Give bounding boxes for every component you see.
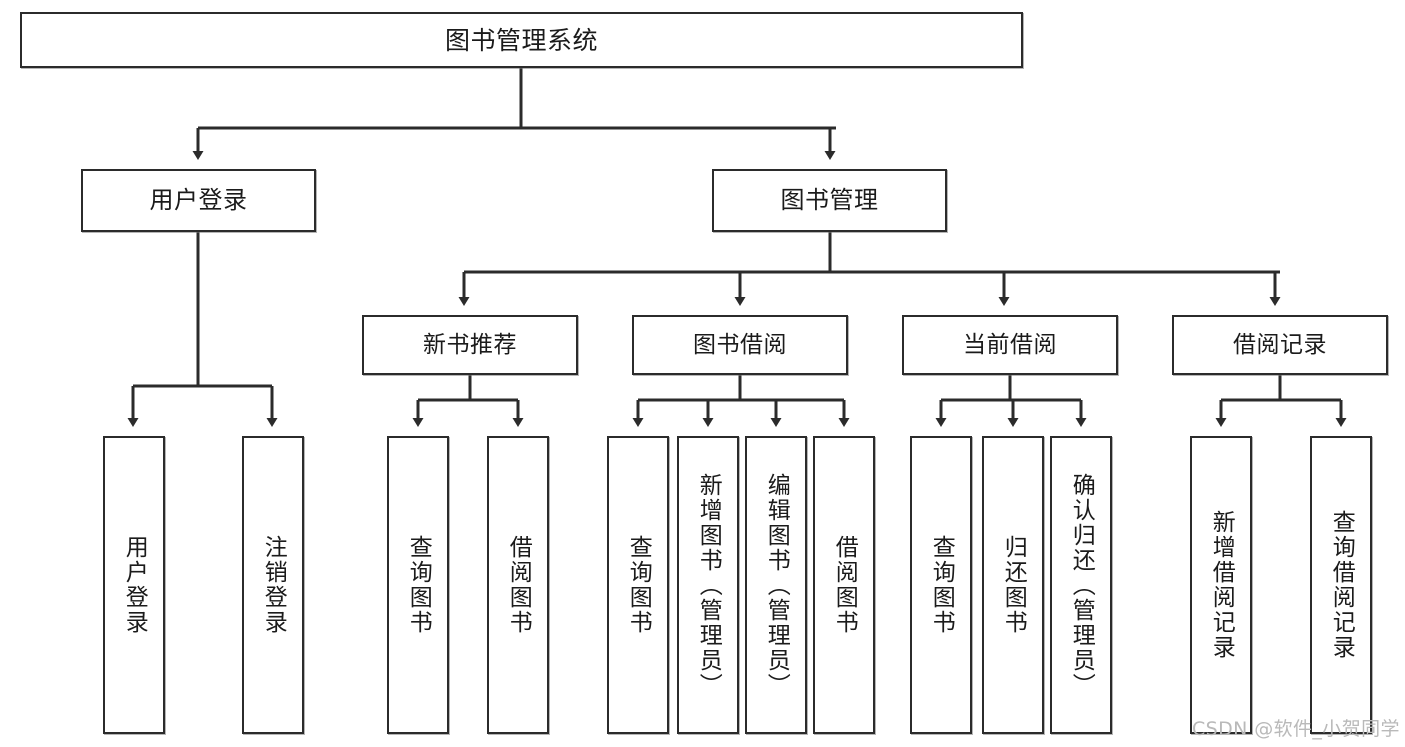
node-label: 图书借阅 bbox=[693, 331, 787, 358]
node-label: 新书推荐 bbox=[423, 331, 517, 358]
leaf-return-books[interactable]: 归还图书 bbox=[982, 436, 1044, 734]
leaf-user-login[interactable]: 用户登录 bbox=[103, 436, 165, 734]
leaf-edit-book-admin[interactable]: 编辑图书（管理员） bbox=[745, 436, 807, 734]
node-label: 用户登录 bbox=[149, 185, 248, 214]
node-book-borrowing[interactable]: 图书借阅 bbox=[632, 315, 848, 375]
node-label: 借阅图书 bbox=[831, 535, 858, 635]
node-label: 查询借阅记录 bbox=[1328, 510, 1355, 660]
leaf-add-borrow-record[interactable]: 新增借阅记录 bbox=[1190, 436, 1252, 734]
node-root-book-management-system[interactable]: 图书管理系统 bbox=[20, 12, 1023, 68]
node-label: 借阅记录 bbox=[1233, 331, 1327, 358]
node-label: 确认归还（管理员） bbox=[1068, 472, 1095, 698]
node-label: 归还图书 bbox=[1000, 535, 1027, 635]
leaf-borrow-books-new-rec[interactable]: 借阅图书 bbox=[487, 436, 549, 734]
node-label: 用户登录 bbox=[121, 535, 148, 635]
node-borrowing-records[interactable]: 借阅记录 bbox=[1172, 315, 1388, 375]
node-book-management[interactable]: 图书管理 bbox=[712, 169, 947, 232]
node-label: 图书管理系统 bbox=[444, 25, 598, 55]
leaf-query-borrow-record[interactable]: 查询借阅记录 bbox=[1310, 436, 1372, 734]
node-label: 查询图书 bbox=[625, 535, 652, 635]
node-label: 图书管理 bbox=[780, 185, 879, 214]
node-label: 查询图书 bbox=[928, 535, 955, 635]
node-label: 新增图书（管理员） bbox=[695, 472, 722, 698]
leaf-query-books-new-rec[interactable]: 查询图书 bbox=[387, 436, 449, 734]
node-label: 注销登录 bbox=[260, 535, 287, 635]
node-label: 当前借阅 bbox=[963, 331, 1057, 358]
node-new-book-recommendation[interactable]: 新书推荐 bbox=[362, 315, 578, 375]
leaf-borrow-books[interactable]: 借阅图书 bbox=[813, 436, 875, 734]
leaf-query-books-current[interactable]: 查询图书 bbox=[910, 436, 972, 734]
leaf-logout[interactable]: 注销登录 bbox=[242, 436, 304, 734]
node-label: 查询图书 bbox=[405, 535, 432, 635]
leaf-add-book-admin[interactable]: 新增图书（管理员） bbox=[677, 436, 739, 734]
node-user-login[interactable]: 用户登录 bbox=[81, 169, 316, 232]
leaf-confirm-return-admin[interactable]: 确认归还（管理员） bbox=[1050, 436, 1112, 734]
node-label: 编辑图书（管理员） bbox=[763, 472, 790, 698]
node-label: 借阅图书 bbox=[505, 535, 532, 635]
csdn-watermark: CSDN @软件_小贺同学 bbox=[1192, 718, 1400, 740]
leaf-query-books-borrow[interactable]: 查询图书 bbox=[607, 436, 669, 734]
node-label: 新增借阅记录 bbox=[1208, 510, 1235, 660]
node-current-borrowing[interactable]: 当前借阅 bbox=[902, 315, 1118, 375]
